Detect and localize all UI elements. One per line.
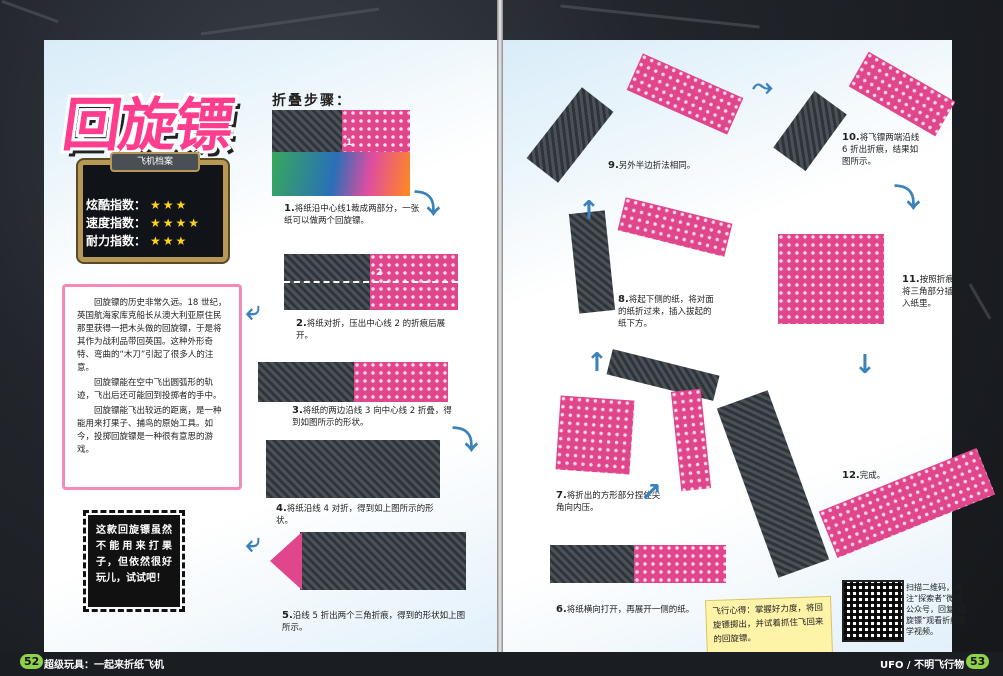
line-label: 1 — [346, 138, 352, 148]
step-caption: 9.另外半边折法相同。 — [608, 160, 718, 172]
left-footer-text: 超级玩具：一起来折纸飞机 — [44, 656, 164, 671]
step-caption: 6.将纸横向打开，再展开一侧的纸。 — [556, 604, 716, 616]
paper-folded — [300, 532, 466, 590]
flow-arrow-icon: ↑ — [578, 196, 600, 226]
rating-speed: 速度指数： ★★★★ — [86, 214, 201, 231]
step-caption: 2.将纸对折，压出中心线 2 的折痕后展开。 — [296, 318, 456, 342]
rating-endurance: 耐力指数： ★★★ — [86, 232, 188, 249]
step-caption: 5.沿线 5 折出两个三角折痕，得到的形状如上图所示。 — [282, 610, 472, 634]
paper-colorful-back — [272, 152, 410, 196]
paper-dark-half — [258, 362, 354, 402]
tip-stamp: 这款回旋镖虽然不能用来打果子，但依然很好玩儿，试试吧！ — [88, 515, 180, 607]
rating-label: 耐力指数： — [86, 234, 146, 248]
history-paragraph: 回旋镖能在空中飞出圆弧形的轨迹，飞出后还可能回到投掷者的手中。 — [77, 377, 227, 403]
paper-folded — [266, 440, 440, 498]
rating-label: 炫酷指数： — [86, 198, 146, 212]
steps-heading: 折叠步骤： — [272, 90, 352, 110]
history-text-box: 回旋镖的历史非常久远。18 世纪，英国航海家库克船长从澳大利亚原住民那里获得一把… — [62, 284, 242, 490]
step-caption: 12.完成。 — [842, 470, 902, 482]
qr-code[interactable] — [842, 580, 904, 642]
triangle-tip — [270, 532, 302, 590]
qr-caption: 扫描二维码，关注“探索者”微信公众号，回复“回旋镖”观看折纸教学视频。 — [906, 582, 970, 637]
flow-arrow-icon: ⤶ — [246, 528, 261, 559]
flow-arrow-icon: ⤳ — [752, 72, 773, 103]
paper-dark-half — [272, 110, 342, 152]
page-title: 回旋镖 — [58, 78, 238, 162]
step-caption: 10.将飞镖两端沿线 6 折出折痕，结果如图所示。 — [842, 132, 922, 168]
flow-arrow-icon: ⤶ — [246, 296, 261, 327]
profile-tag: 飞机档案 — [110, 152, 200, 172]
rating-cool: 炫酷指数： ★★★ — [86, 196, 188, 213]
flow-arrow-icon: ⤵ — [894, 178, 920, 215]
step-caption: 11.按照折痕将三角部分插入纸里。 — [902, 274, 954, 310]
step-caption: 4.将纸沿线 4 对折，得到如上图所示的形状。 — [276, 503, 446, 527]
paper-pink-half — [354, 362, 448, 402]
right-page-number: 53 — [966, 654, 989, 669]
flow-arrow-icon: ↓ — [854, 350, 876, 380]
paper-square — [556, 396, 635, 475]
fold-line — [284, 281, 458, 283]
right-footer-text: UFO / 不明飞行物 — [880, 656, 964, 671]
flow-arrow-icon: ⤵ — [414, 184, 440, 221]
flow-arrow-icon: ↑ — [586, 348, 608, 378]
paper-dark-half — [550, 545, 634, 583]
step-caption: 1.将纸沿中心线1裁成两部分，一张纸可以做两个回旋镖。 — [284, 203, 424, 227]
flight-tip-note: 飞行心得：掌握好力度，将回旋镖掷出，并试着抓住飞回来的回旋镖。 — [705, 596, 833, 658]
left-page-number: 52 — [20, 654, 43, 669]
step-caption: 8.将起下侧的纸，将对面的纸折过来，插入拔起的纸下方。 — [618, 294, 718, 330]
flow-arrow-icon: ↗ — [640, 478, 662, 508]
paper-square — [778, 234, 884, 324]
star-icon: ★★★ — [150, 198, 188, 212]
star-icon: ★★★★ — [150, 216, 201, 230]
paper-pink-half — [634, 545, 726, 583]
book-spine — [497, 0, 503, 676]
line-label: 2 — [376, 268, 382, 278]
rating-label: 速度指数： — [86, 216, 146, 230]
flow-arrow-icon: ⤵ — [452, 420, 478, 457]
step-caption: 3.将纸的两边沿线 3 向中心线 2 折叠，得到如图所示的形状。 — [292, 405, 452, 429]
star-icon: ★★★ — [150, 234, 188, 248]
history-paragraph: 回旋镖的历史非常久远。18 世纪，英国航海家库克船长从澳大利亚原住民那里获得一把… — [77, 297, 227, 375]
history-paragraph: 回旋镖能飞出较远的距离，是一种能用来打果子、捕鸟的原始工具。如今，投掷回旋镖是一… — [77, 405, 227, 457]
